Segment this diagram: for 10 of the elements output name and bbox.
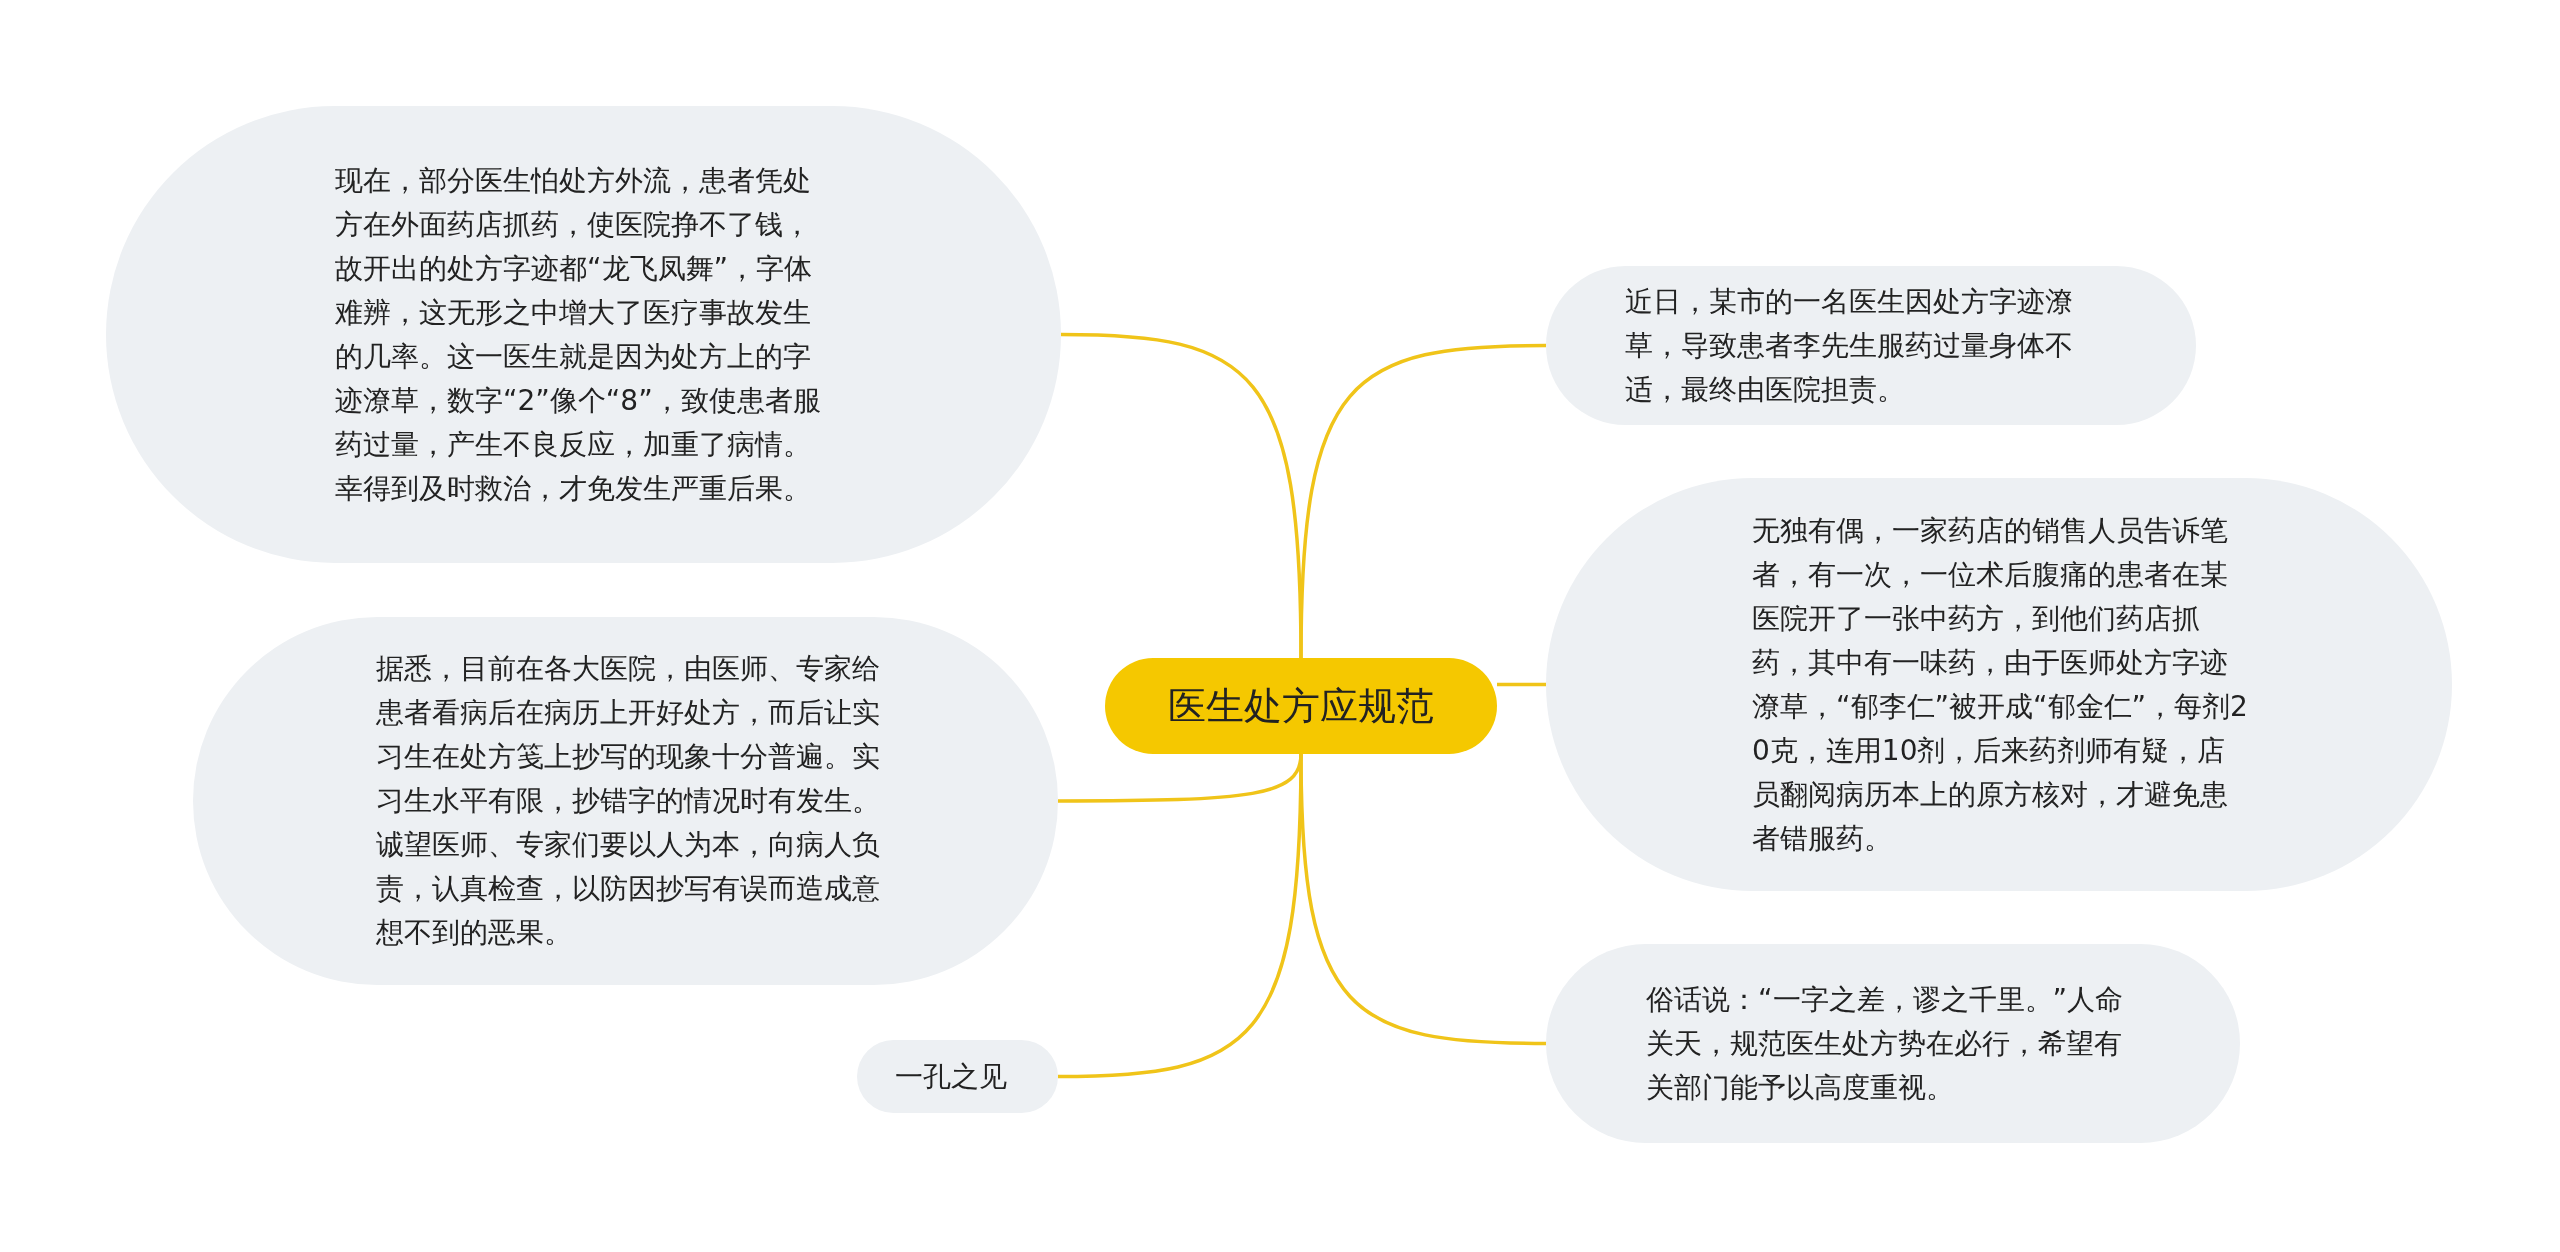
connector-line [1497,682,1546,687]
topic-text: 据悉，目前在各大医院，由医师、专家给患者看病后在病历上开好处方，而后让实习生在处方笺上抄写的现象十分普遍。实习生水平有限，抄错字的情况时有发生。诚望医师、专家们要以人为本，向病人负责，认真检查，以防因抄写有误而造成意想不到的恶果。 [376,651,881,951]
topic-text: 现在，部分医生怕处方外流，患者凭处方在外面药店抓药，使医院挣不了钱，故开出的处方字迹都“龙飞凤舞”，字体难辨，这无形之中增大了医疗事故发生的几率。这一医生就是因为处方上的字迹潦草，数字“2”像个“8”，致使患者服药过量，产生不良反应，加重了病情。幸得到及时救治，才免发生严重后果。 [335,162,822,507]
topic-text: 一孔之见 [895,1058,1008,1095]
central-topic-text: 医生处方应规范 [1168,683,1434,730]
topic-text: 无独有偶，一家药店的销售人员告诉笔者，有一次，一位术后腹痛的患者在某医院开了一张中药方，到他们药店抓药，其中有一味药，由于医师处方字迹潦草，“郁李仁”被开成“郁金仁”，每剂20克，连用10剂，后来药剂师有疑，店员翻阅病历本上的原方核对，才避免患者错服药。 [1752,512,2249,857]
topic-text: 近日，某市的一名医生因处方字迹潦草，导致患者李先生服药过量身体不适，最终由医院担责。 [1625,283,2074,408]
connector-line [1299,343,1547,659]
topic-text: 俗话说：“一字之差，谬之千里。”人命关天，规范医生处方势在必行，希望有关部门能予以高度重视。 [1646,981,2124,1106]
connector-line [1299,753,1547,1046]
